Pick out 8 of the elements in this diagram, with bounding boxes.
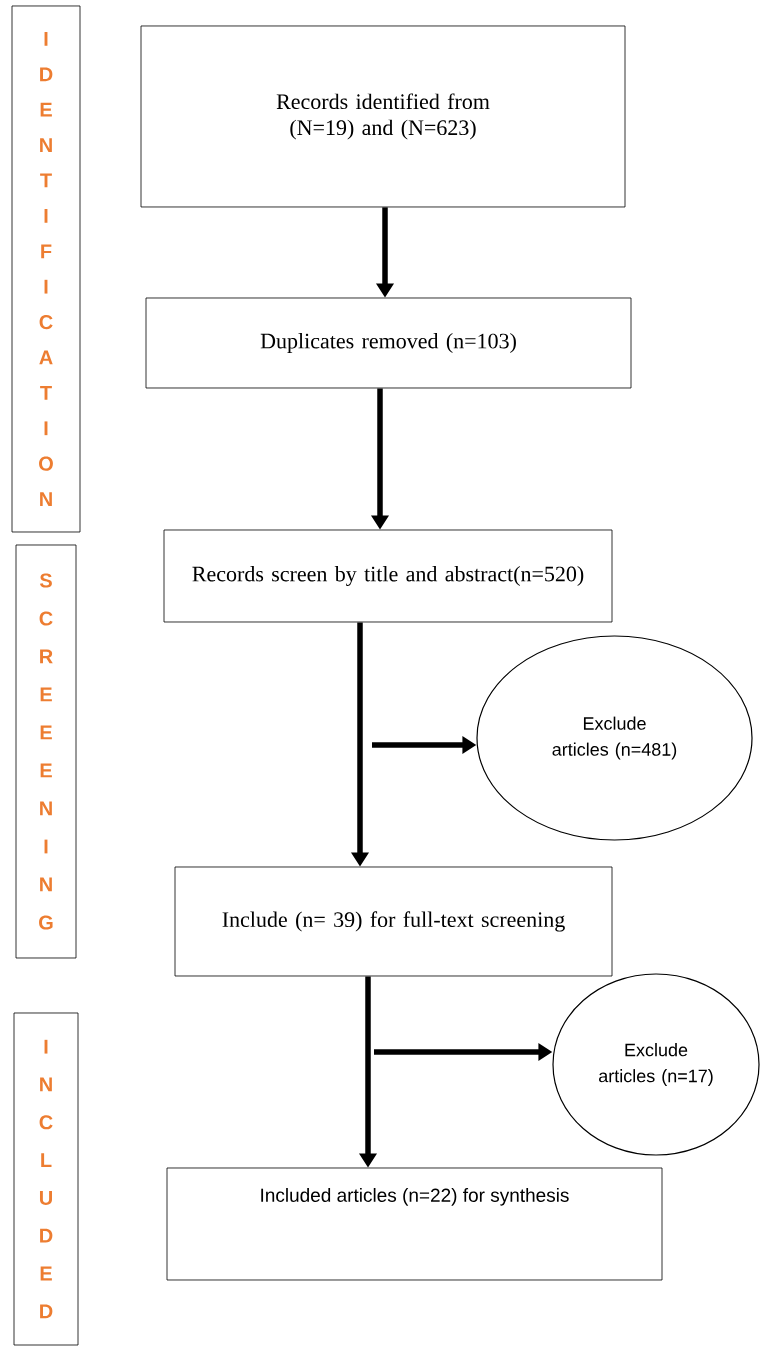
process-box: Records identified from (N=19) and (N=623) (140, 25, 626, 208)
stage-band: I D E N T I F I C A T I O N (11, 5, 81, 533)
process-box: Duplicates removed (n=103) (145, 297, 632, 389)
stage-band: I N C L U D E D (13, 1012, 79, 1346)
process-box: Records screen by title and abstract(n=520) (163, 529, 613, 623)
process-box: Include (n= 39) for full-text screening (174, 866, 613, 977)
stage-band: S C R E E E N I N G (15, 544, 77, 959)
process-box: Included articles (n=22) for synthesis (166, 1167, 663, 1281)
